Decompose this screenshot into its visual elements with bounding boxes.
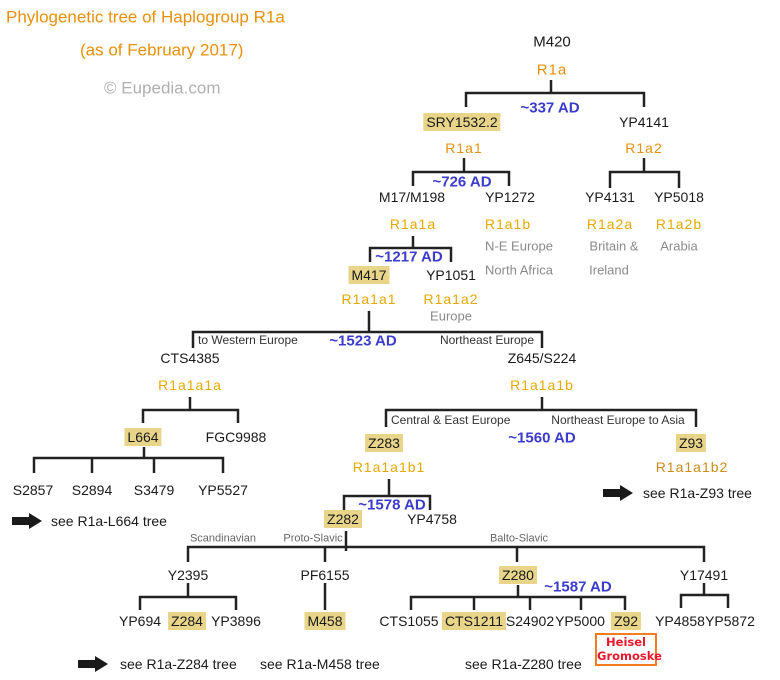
clade-r1a1b: R1a1b — [484, 216, 532, 232]
node-s2857: S2857 — [12, 482, 54, 498]
region-yp4131-1: Britain & — [589, 238, 639, 254]
date-r1a: ~337 AD — [520, 99, 580, 117]
node-z93: Z93 — [675, 434, 707, 452]
clade-r1a2: R1a2 — [625, 140, 663, 156]
node-cts1055: CTS1055 — [379, 613, 439, 629]
date-r1a1a1: ~1523 AD — [329, 332, 397, 350]
region-yp1272-2: North Africa — [485, 262, 553, 278]
clade-r1a1a1b: R1a1a1b — [510, 377, 574, 393]
node-fgc9988: FGC9988 — [205, 429, 267, 445]
arrow-right-icon — [12, 513, 42, 529]
region-yp5018: Arabia — [660, 238, 698, 254]
node-y2395: Y2395 — [167, 567, 209, 583]
node-m458: M458 — [304, 612, 346, 630]
node-s24902: S24902 — [505, 613, 555, 629]
clade-r1a2b: R1a2b — [655, 216, 703, 232]
diagram-subtitle: (as of February 2017) — [80, 40, 244, 60]
node-z92: Z92 — [610, 612, 642, 630]
node-z283: Z283 — [365, 434, 403, 452]
node-yp1051: YP1051 — [426, 267, 476, 283]
clade-r1a2a: R1a2a — [586, 216, 634, 232]
node-m420: M420 — [533, 33, 571, 51]
node-cts4385: CTS4385 — [160, 350, 220, 366]
node-z282: Z282 — [324, 510, 362, 528]
node-s2894: S2894 — [71, 482, 113, 498]
branch-label-proto-slavic: Proto-Slavic — [283, 532, 343, 545]
node-m17: M17/M198 — [378, 189, 446, 205]
branch-r1a — [464, 80, 646, 107]
annotation-line-2: Gromoske — [597, 649, 662, 663]
region-yp1272-1: N-E Europe — [485, 238, 553, 254]
node-cts1211: CTS1211 — [441, 612, 507, 630]
branch-label-scandinavian: Scandinavian — [189, 532, 257, 545]
branch-r1a2 — [608, 158, 681, 188]
branch-label-northeast-europe-asia: Northeast Europe to Asia — [551, 413, 685, 427]
clade-r1a1a: R1a1a — [389, 216, 437, 232]
node-l664: L664 — [124, 428, 162, 446]
node-yp5018: YP5018 — [654, 189, 704, 205]
node-pf6155: PF6155 — [300, 567, 350, 583]
branch-label-central-east-europe: Central & East Europe — [391, 413, 511, 427]
arrow-right-icon — [603, 485, 633, 501]
clade-r1a1a1b1: R1a1a1b1 — [352, 459, 426, 475]
node-yp5872: YP5872 — [705, 613, 755, 629]
node-yp5000: YP5000 — [555, 613, 605, 629]
branch-label-western-europe: to Western Europe — [198, 333, 298, 347]
node-yp1272: YP1272 — [485, 189, 535, 205]
node-z645: Z645/S224 — [507, 350, 577, 366]
branch-r1a1 — [411, 158, 511, 186]
node-s3479: S3479 — [133, 482, 175, 498]
clade-r1a1a1b2: R1a1a1b2 — [655, 459, 729, 475]
node-yp4858: YP4858 — [655, 613, 705, 629]
link-r1a-z93-tree[interactable]: see R1a-Z93 tree — [643, 485, 752, 501]
node-m417: M417 — [348, 266, 390, 284]
diagram-title: Phylogenetic tree of Haplogroup R1a — [6, 7, 285, 27]
clade-r1a1a2: R1a1a2 — [423, 291, 479, 307]
date-r1a1a1b1: ~1578 AD — [358, 496, 426, 514]
region-yp4131-2: Ireland — [589, 262, 629, 278]
date-r1a1: ~726 AD — [432, 173, 492, 191]
branch-l664 — [32, 447, 225, 473]
clade-r1a1a1: R1a1a1 — [341, 291, 397, 307]
region-yp1051: Europe — [430, 308, 472, 324]
branch-y17491 — [679, 583, 730, 608]
arrow-right-icon — [78, 656, 108, 672]
branch-r1a1a1 — [191, 311, 544, 348]
clade-r1a1: R1a1 — [445, 140, 483, 156]
link-r1a-z280-tree[interactable]: see R1a-Z280 tree — [465, 656, 582, 672]
node-z284: Z284 — [168, 612, 206, 630]
copyright-notice: © Eupedia.com — [104, 78, 221, 98]
clade-r1a: R1a — [536, 61, 568, 79]
branch-r1a1a1b — [384, 397, 698, 427]
date-r1a1a: ~1217 AD — [375, 248, 443, 266]
node-yp3896: YP3896 — [211, 613, 261, 629]
branch-r1a1a1a — [141, 397, 240, 423]
branch-r1a1a — [368, 236, 453, 262]
node-y17491: Y17491 — [679, 567, 729, 583]
branch-label-northeast-europe: Northeast Europe — [439, 333, 535, 347]
node-yp4141: YP4141 — [619, 114, 669, 130]
link-r1a-z284-tree[interactable]: see R1a-Z284 tree — [120, 656, 237, 672]
link-r1a-l664-tree[interactable]: see R1a-L664 tree — [51, 513, 167, 529]
branch-label-balto-slavic: Balto-Slavic — [489, 532, 549, 545]
annotation-box: Heisel Gromoske — [595, 633, 662, 666]
node-yp4131: YP4131 — [585, 189, 635, 205]
branch-z282 — [186, 531, 706, 562]
date-r1a1a1b: ~1560 AD — [508, 429, 576, 447]
link-r1a-m458-tree[interactable]: see R1a-M458 tree — [260, 656, 380, 672]
node-yp4758: YP4758 — [407, 511, 457, 527]
node-yp694: YP694 — [118, 613, 162, 629]
branch-y2395 — [138, 583, 238, 610]
node-yp5527: YP5527 — [198, 482, 248, 498]
clade-r1a1a1a: R1a1a1a — [158, 377, 222, 393]
node-z280: Z280 — [499, 566, 537, 584]
annotation-line-1: Heisel — [606, 635, 646, 649]
branch-z280 — [409, 585, 627, 610]
node-sry1532: SRY1532.2 — [423, 113, 501, 131]
branch-r1a1a1b1 — [342, 479, 432, 510]
date-z280: ~1587 AD — [544, 578, 612, 596]
